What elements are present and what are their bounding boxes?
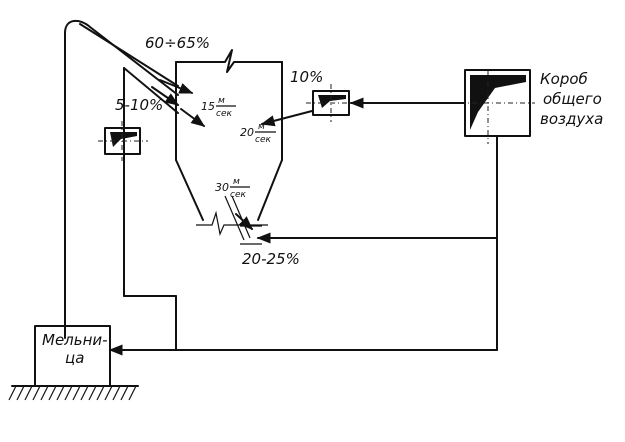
svg-text:сек: сек	[255, 135, 271, 145]
left-air-duct	[123, 67, 180, 351]
svg-text:сек: сек	[230, 190, 246, 200]
mill-label-line1: Мельни-	[42, 331, 108, 349]
ground-hatch-stroke	[96, 385, 105, 401]
bottom-air-share-label: 20-25%	[242, 250, 300, 268]
ground-hatch-stroke	[128, 385, 137, 401]
mill-label-line2: ца	[65, 349, 84, 367]
ground-hatch-stroke	[88, 385, 97, 401]
ground-hatch-stroke	[104, 385, 113, 401]
flow-arrow-middle	[260, 110, 313, 127]
ground-hatch-stroke	[72, 385, 81, 401]
right-air-share-label: 10%	[290, 68, 323, 86]
ground-hatch-stroke	[48, 385, 57, 401]
flow-arrow-upper	[180, 108, 206, 127]
air-box-return-lines	[108, 135, 498, 356]
svg-text:м: м	[218, 96, 225, 106]
mill: Мельни- ца	[34, 325, 111, 387]
top-air-duct	[64, 19, 194, 339]
ground-hatch-stroke	[32, 385, 41, 401]
ground-hatch	[8, 385, 139, 401]
ground-hatch-stroke	[8, 385, 17, 401]
svg-text:30: 30	[215, 181, 229, 194]
svg-text:м: м	[233, 177, 240, 187]
upper-speed-label: 15 м сек	[201, 96, 236, 119]
middle-speed-label: 20 м сек	[240, 122, 276, 145]
svg-text:20: 20	[240, 126, 254, 139]
top-air-share-label: 60÷65%	[145, 34, 210, 52]
svg-text:м: м	[258, 122, 265, 132]
ground-hatch-stroke	[80, 385, 89, 401]
ground-hatch-stroke	[112, 385, 121, 401]
lower-speed-label: 30 м сек	[215, 177, 250, 200]
left-damper	[98, 121, 148, 161]
ground-hatch-stroke	[120, 385, 129, 401]
ground-hatch-stroke	[16, 385, 25, 401]
left-air-share-label: 5-10%	[115, 96, 163, 114]
ground-hatch-stroke	[64, 385, 73, 401]
right-damper	[306, 84, 356, 122]
ground-hatch-stroke	[40, 385, 49, 401]
svg-text:15: 15	[201, 100, 215, 113]
air-box-label-line3: воздуха	[540, 110, 603, 128]
bottom-nozzle	[224, 195, 262, 245]
air-box	[460, 69, 535, 144]
ground-hatch-stroke	[56, 385, 65, 401]
air-box-label-line1: Короб	[540, 70, 588, 88]
ground-hatch-stroke	[24, 385, 33, 401]
svg-text:сек: сек	[216, 109, 232, 119]
air-box-label-line2: общего	[543, 90, 602, 108]
furnace-shaft	[175, 49, 283, 236]
